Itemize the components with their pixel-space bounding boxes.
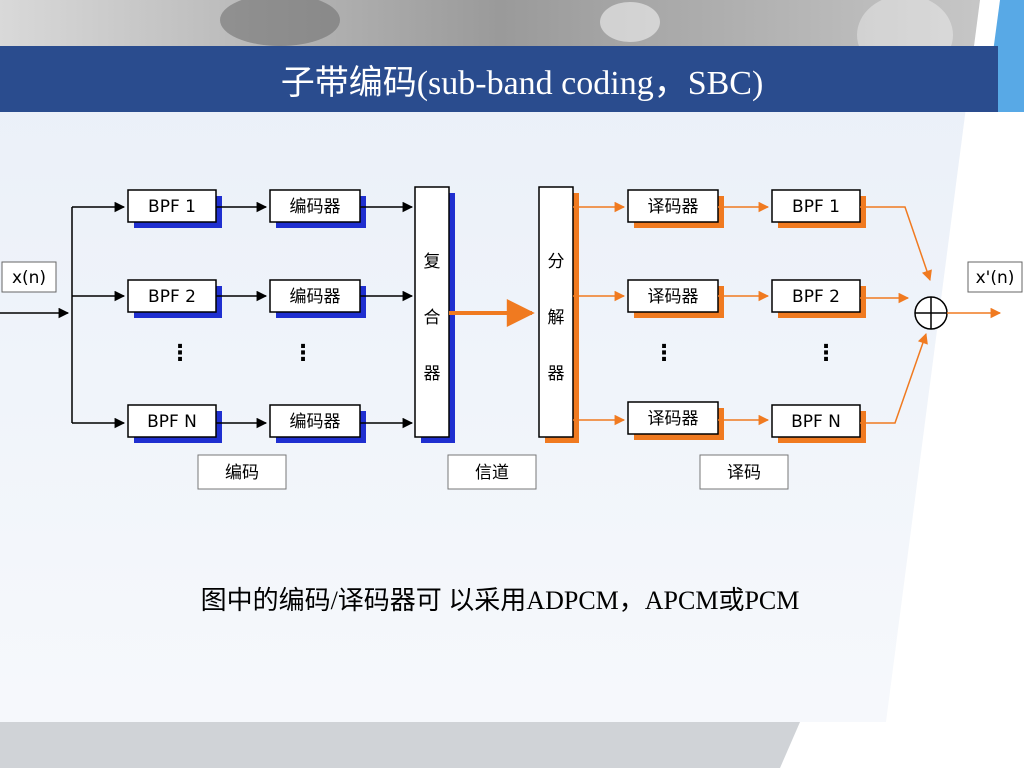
encoder-n: 编码器 bbox=[269, 404, 366, 443]
decoder-1-label: 译码器 bbox=[648, 197, 699, 217]
analysis-bpf-2: BPF 2 bbox=[127, 279, 222, 318]
analysis-bpf-n: BPF N bbox=[127, 404, 222, 443]
encoder-n-label: 编码器 bbox=[290, 412, 341, 432]
mux-char-2: 合 bbox=[424, 308, 441, 328]
multiplexer: 复 合 器 bbox=[414, 186, 455, 443]
encoder-2: 编码器 bbox=[269, 279, 366, 318]
encoder-1-label: 编码器 bbox=[290, 197, 341, 217]
section-channel: 信道 bbox=[447, 454, 537, 490]
output-label: x'(n) bbox=[976, 268, 1015, 288]
slide-title: 子带编码(sub-band coding，SBC) bbox=[280, 64, 764, 102]
arrow-bpf1-sum bbox=[860, 206, 932, 281]
section-decode: 译码 bbox=[699, 454, 789, 490]
synthesis-bpf-1-label: BPF 1 bbox=[792, 197, 840, 217]
decoder-1: 译码器 bbox=[627, 189, 724, 228]
demux-char-1: 分 bbox=[548, 252, 565, 272]
decoder-n: 译码器 bbox=[627, 401, 724, 440]
synthesis-bpf-1: BPF 1 bbox=[771, 189, 866, 228]
analysis-bpf-1: BPF 1 bbox=[127, 189, 222, 228]
bpf-2-label: BPF 2 bbox=[148, 287, 196, 307]
synthesis-bpf-n-label: BPF N bbox=[791, 412, 841, 432]
ellipsis-synthesis: ⋮ bbox=[815, 341, 837, 366]
decoder-n-label: 译码器 bbox=[648, 409, 699, 429]
mux-char-1: 复 bbox=[424, 252, 441, 272]
ellipsis-decoder: ⋮ bbox=[653, 341, 675, 366]
section-encode-label: 编码 bbox=[225, 463, 259, 483]
ellipsis-encoder: ⋮ bbox=[292, 341, 314, 366]
ellipsis-bpf: ⋮ bbox=[169, 341, 191, 366]
slide-caption: 图中的编码/译码器可 以采用ADPCM，APCM或PCM bbox=[200, 586, 800, 615]
synthesis-bpf-2: BPF 2 bbox=[771, 279, 866, 318]
decoder-2: 译码器 bbox=[627, 279, 724, 318]
encoder-2-label: 编码器 bbox=[290, 287, 341, 307]
arrow-bpfn-sum bbox=[860, 333, 928, 424]
input-signal-box: x(n) bbox=[1, 261, 57, 293]
mux-char-3: 器 bbox=[424, 364, 441, 384]
section-channel-label: 信道 bbox=[475, 463, 509, 483]
bpf-1-label: BPF 1 bbox=[148, 197, 196, 217]
bpf-n-label: BPF N bbox=[147, 412, 197, 432]
synthesis-bpf-n: BPF N bbox=[771, 404, 866, 443]
demultiplexer: 分 解 器 bbox=[538, 186, 579, 443]
synthesis-bpf-2-label: BPF 2 bbox=[792, 287, 840, 307]
demux-char-3: 器 bbox=[548, 364, 565, 384]
section-encode: 编码 bbox=[197, 454, 287, 490]
summer-node bbox=[914, 296, 948, 330]
demux-char-2: 解 bbox=[548, 308, 565, 328]
output-signal-box: x'(n) bbox=[967, 261, 1023, 293]
encoder-1: 编码器 bbox=[269, 189, 366, 228]
decoder-2-label: 译码器 bbox=[648, 287, 699, 307]
input-label: x(n) bbox=[12, 268, 46, 288]
section-decode-label: 译码 bbox=[727, 463, 761, 483]
